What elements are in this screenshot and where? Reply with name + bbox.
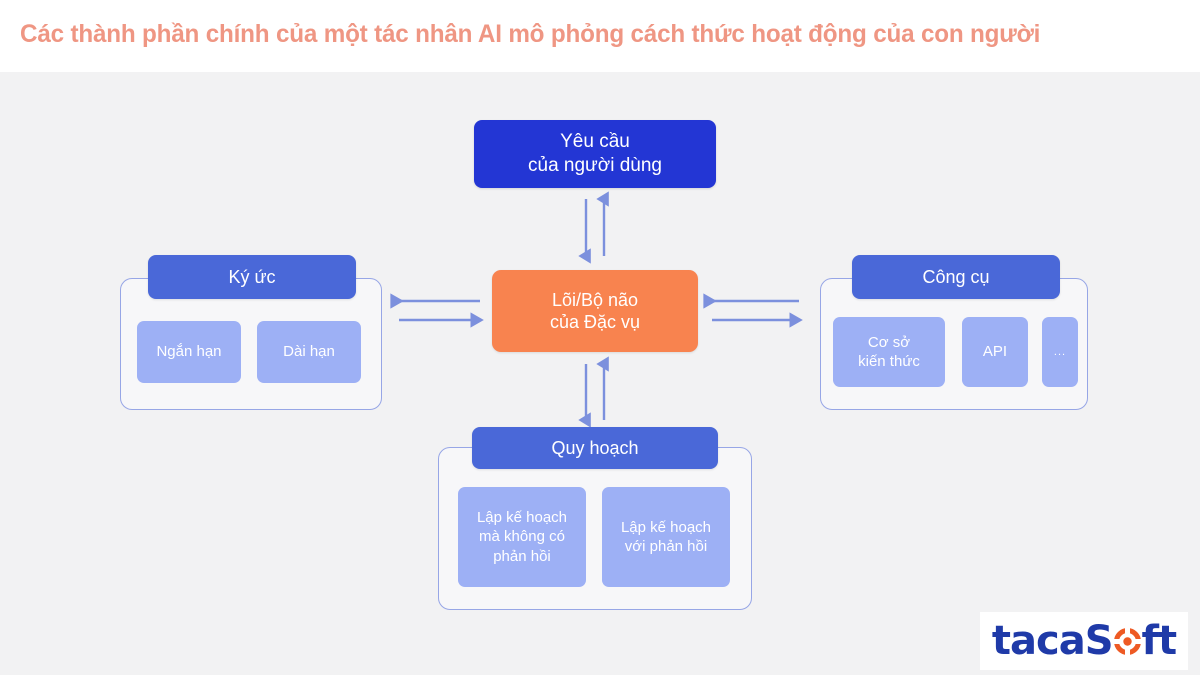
logo-text-taca: taca <box>991 618 1086 664</box>
plan-nofb-line3: phản hồi <box>493 547 551 565</box>
node-agent-core[interactable]: Lõi/Bộ não của Đặc vụ <box>492 270 698 352</box>
kb-line2: kiến thức <box>858 353 920 370</box>
chip-memory-long-term[interactable]: Dài hạn <box>257 321 361 383</box>
plan-fb-line2: với phản hồi <box>624 538 708 555</box>
kb-line1: Cơ sở <box>867 333 911 351</box>
user-request-line2: của người dùng <box>528 155 662 176</box>
more-label: ... <box>1053 345 1067 358</box>
user-request-line1: Yêu cầu <box>560 131 630 153</box>
chip-planning-without-feedback[interactable]: Lập kế hoạch mà không có phản hồi <box>458 487 586 587</box>
memory-short-term-label: Ngắn hạn <box>156 343 222 361</box>
plan-fb-line1: Lập kế hoạch <box>620 518 712 536</box>
memory-long-term-label: Dài hạn <box>283 343 335 361</box>
node-user-request[interactable]: Yêu cầu của người dùng <box>474 120 716 188</box>
memory-header-label: Ký ức <box>228 266 276 287</box>
logo-text-ft: ft <box>1141 618 1178 664</box>
chip-tools-more[interactable]: ... <box>1042 317 1078 387</box>
api-label: API <box>982 343 1008 361</box>
page-header: Các thành phần chính của một tác nhân AI… <box>0 0 1200 72</box>
chip-memory-short-term[interactable]: Ngắn hạn <box>137 321 241 383</box>
node-planning-header[interactable]: Quy hoạch <box>472 427 718 469</box>
core-line1: Lõi/Bộ não <box>551 289 639 310</box>
chip-tools-api[interactable]: API <box>962 317 1028 387</box>
core-line2: của Đặc vụ <box>549 312 641 332</box>
node-tools-header[interactable]: Công cụ <box>852 255 1060 299</box>
chip-tools-knowledge-base[interactable]: Cơ sở kiến thức <box>833 317 945 387</box>
page-title: Các thành phần chính của một tác nhân AI… <box>20 20 1041 48</box>
orange-ring-icon <box>1113 627 1141 655</box>
node-memory-header[interactable]: Ký ức <box>148 255 356 299</box>
logo-text-s: S <box>1084 618 1114 664</box>
chip-planning-with-feedback[interactable]: Lập kế hoạch với phản hồi <box>602 487 730 587</box>
plan-nofb-line1: Lập kế hoạch <box>476 508 568 526</box>
tools-header-label: Công cụ <box>922 266 990 287</box>
planning-header-label: Quy hoạch <box>551 437 639 458</box>
plan-nofb-line2: mà không có <box>479 528 565 546</box>
